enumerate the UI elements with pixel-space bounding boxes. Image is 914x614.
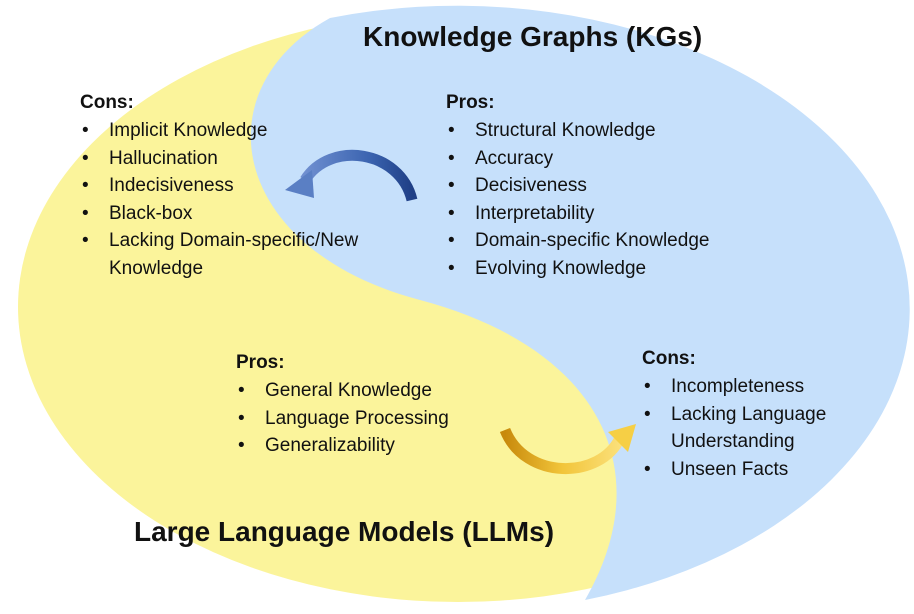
llm-to-kg-arrow: [499, 427, 625, 474]
list-item: Decisiveness: [446, 172, 709, 200]
kg-cons-heading: Cons:: [642, 348, 696, 369]
llm-to-kg-arrowhead: [608, 424, 636, 452]
kg-pros-list: Structural Knowledge Accuracy Decisivene…: [446, 117, 709, 282]
llm-cons-list: Implicit Knowledge Hallucination Indecis…: [80, 117, 359, 282]
list-item: Indecisiveness: [80, 172, 359, 200]
llm-cons-heading: Cons:: [80, 92, 134, 113]
llm-pros-list: General Knowledge Language Processing Ge…: [236, 377, 449, 460]
llm-pros-heading: Pros:: [236, 352, 285, 373]
llm-title: Large Language Models (LLMs): [134, 516, 555, 547]
list-item: Structural Knowledge: [446, 117, 709, 145]
list-item: Evolving Knowledge: [446, 255, 709, 283]
list-item: Lacking Domain-specific/New Knowledge: [80, 227, 359, 282]
list-item: General Knowledge: [236, 377, 449, 405]
list-item: Language Processing: [236, 405, 449, 433]
list-item: Implicit Knowledge: [80, 117, 359, 145]
list-item: Domain-specific Knowledge: [446, 227, 709, 255]
kg-pros-heading: Pros:: [446, 92, 495, 113]
list-item: Incompleteness: [642, 373, 876, 401]
llm-cons-block: Cons: Implicit Knowledge Hallucination I…: [80, 91, 359, 282]
kg-title: Knowledge Graphs (KGs): [363, 21, 703, 52]
list-item: Lacking Language Understanding: [642, 401, 876, 456]
list-item: Hallucination: [80, 145, 359, 173]
list-item: Generalizability: [236, 432, 449, 460]
list-item: Unseen Facts: [642, 456, 876, 484]
list-item: Interpretability: [446, 200, 709, 228]
list-item: Black-box: [80, 200, 359, 228]
llm-pros-block: Pros: General Knowledge Language Process…: [236, 351, 449, 460]
kg-pros-block: Pros: Structural Knowledge Accuracy Deci…: [446, 91, 709, 282]
kg-cons-block: Cons: Incompleteness Lacking Language Un…: [642, 347, 876, 483]
kg-cons-list: Incompleteness Lacking Language Understa…: [642, 373, 876, 483]
list-item: Accuracy: [446, 145, 709, 173]
